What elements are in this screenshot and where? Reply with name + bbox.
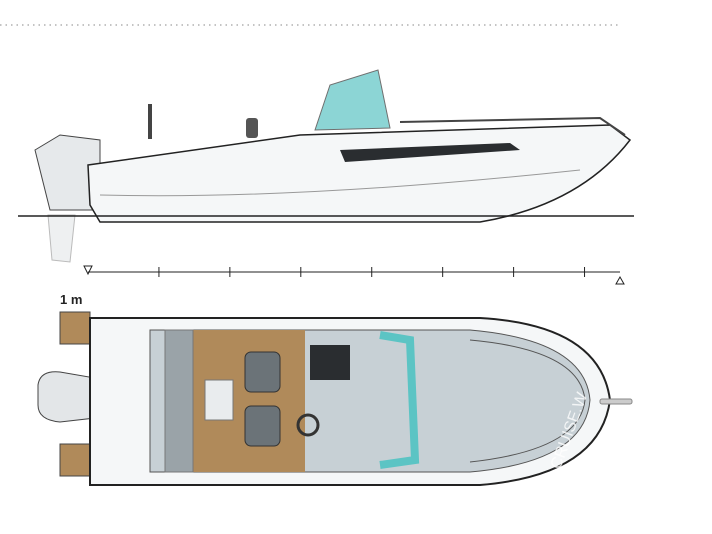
seat-port [244,351,281,393]
ruler-end-marker [615,275,625,285]
swim-platform-port [59,311,91,345]
engine-leg [47,214,76,263]
rail [399,116,626,136]
side-view [34,69,632,263]
steering-wheel [296,413,320,437]
top-view [37,311,633,486]
scale-label: 1 m [60,292,83,307]
foredeck-line [469,339,586,463]
hull-window [340,143,520,162]
outboard-engine-top [37,371,96,423]
console-top [310,345,350,380]
swim-platform-starboard [59,443,91,477]
table [204,379,234,421]
bow-cleat [599,398,633,405]
hull-chine-line [99,169,581,197]
pole [148,104,152,139]
seat-starboard [244,405,281,447]
windshield-top [379,331,420,469]
scale-ruler [83,265,625,285]
rear-bench [164,329,194,473]
seat-side [246,118,258,138]
ruler-start-marker [83,265,93,276]
windshield-side [314,69,391,131]
